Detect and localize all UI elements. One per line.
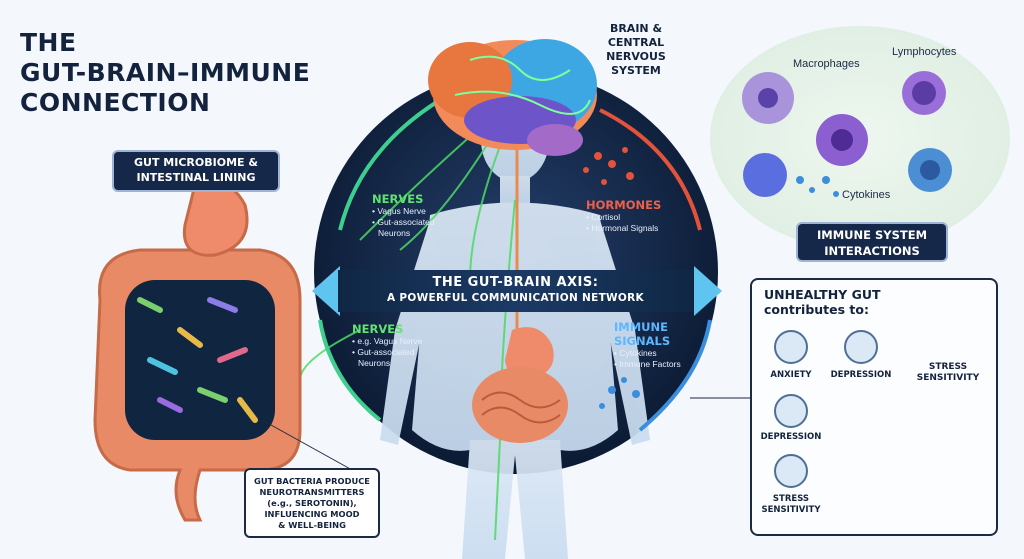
unhealthy-title-line-2: contributes to: [764,302,881,317]
immune-signals-title-2: SIGNALS [614,334,700,348]
bacteria-note-line-5: & WELL-BEING [246,520,378,531]
stomach-illustration [184,183,247,256]
gut-microbiome-label: GUT MICROBIOME & INTESTINAL LINING [112,150,280,192]
immune-area [710,26,1010,250]
upper-nerves-item-2: • Gut-associated [372,217,462,228]
hormones-item-2: • Hormonal Signals [586,223,690,234]
brain-cns-label: BRAIN & CENTRAL NERVOUS SYSTEM [574,22,698,78]
cytokines-label: Cytokines [842,189,890,201]
depression-label-top: DEPRESSION [826,370,896,380]
immune-signals-title-1: IMMUNE [614,320,700,334]
depression-icon-top [844,330,878,364]
title-line-2: GUT-BRAIN–IMMUNE [20,58,320,88]
bacteria-note-line-3: (e.g., SEROTONIN), [246,498,378,509]
upper-nerves-item-3: Neurons [372,228,462,239]
depression-label-left: DEPRESSION [756,432,826,442]
lower-nerves-item-2: • Gut-associated [352,347,444,358]
hormones-item-1: • Cortisol [586,212,690,223]
lower-nerves-item-3: Neurons [352,358,444,369]
blue-cell-left [743,153,787,197]
axis-subtitle: A POWERFUL COMMUNICATION NETWORK [338,292,693,304]
upper-nerves-title: NERVES [372,192,462,206]
page-title: THE GUT-BRAIN–IMMUNE CONNECTION [20,28,320,118]
stress-left-line-2: SENSITIVITY [756,505,826,516]
bacteria-note-line-4: INFLUENCING MOOD [246,509,378,520]
lower-nerves-block: NERVES • e.g. Vagus Nerve • Gut-associat… [352,322,444,369]
macrophages-label: Macrophages [793,58,860,70]
brain-label-line-2: CENTRAL [574,36,698,50]
unhealthy-title-line-1: UNHEALTHY GUT [764,287,881,302]
bacteria-note-line-1: GUT BACTERIA PRODUCE [246,476,378,487]
brain-label-line-1: BRAIN & [574,22,698,36]
depression-icon-left [774,394,808,428]
stress-left-line-1: STRESS [756,494,826,505]
gut-label-line-2: INTESTINAL LINING [114,170,278,185]
lower-nerves-item-1: • e.g. Vagus Nerve [352,336,444,347]
immune-interactions-label: IMMUNE SYSTEM INTERACTIONS [796,222,948,262]
upper-nerves-block: NERVES • Vagus Nerve • Gut-associated Ne… [372,192,462,239]
immune-label-line-2: INTERACTIONS [798,243,946,259]
brain-label-line-4: SYSTEM [574,64,698,78]
axis-title: THE GUT-BRAIN AXIS: [338,275,693,290]
bacteria-note-line-2: NEUROTRANSMITTERS [246,487,378,498]
title-line-1: THE [20,28,320,58]
unhealthy-gut-title: UNHEALTHY GUT contributes to: [764,287,881,317]
immune-signals-item-2: • Immune Factors [614,359,700,370]
brain-label-line-3: NERVOUS [574,50,698,64]
immune-signals-block: IMMUNE SIGNALS • Cytokines • Immune Fact… [614,320,700,370]
gut-brain-axis-banner: THE GUT-BRAIN AXIS: A POWERFUL COMMUNICA… [338,270,693,312]
gut-label-line-1: GUT MICROBIOME & [114,155,278,170]
hormones-block: HORMONES • Cortisol • Hormonal Signals [586,198,690,234]
gut-bacteria-note: GUT BACTERIA PRODUCE NEUROTRANSMITTERS (… [244,468,380,538]
anxiety-icon [774,330,808,364]
stress-label-right: STRESS SENSITIVITY [906,362,990,384]
hormones-title: HORMONES [586,198,690,212]
immune-signals-item-1: • Cytokines [614,348,700,359]
immune-label-line-1: IMMUNE SYSTEM [798,227,946,243]
title-line-3: CONNECTION [20,88,320,118]
lower-nerves-title: NERVES [352,322,444,336]
stress-right-line-2: SENSITIVITY [906,373,990,384]
anxiety-label: ANXIETY [758,370,824,380]
stress-right-line-1: STRESS [906,362,990,373]
stress-icon-left [774,454,808,488]
upper-nerves-item-1: • Vagus Nerve [372,206,462,217]
stress-label-left: STRESS SENSITIVITY [756,494,826,516]
lymphocytes-label: Lymphocytes [892,46,956,58]
